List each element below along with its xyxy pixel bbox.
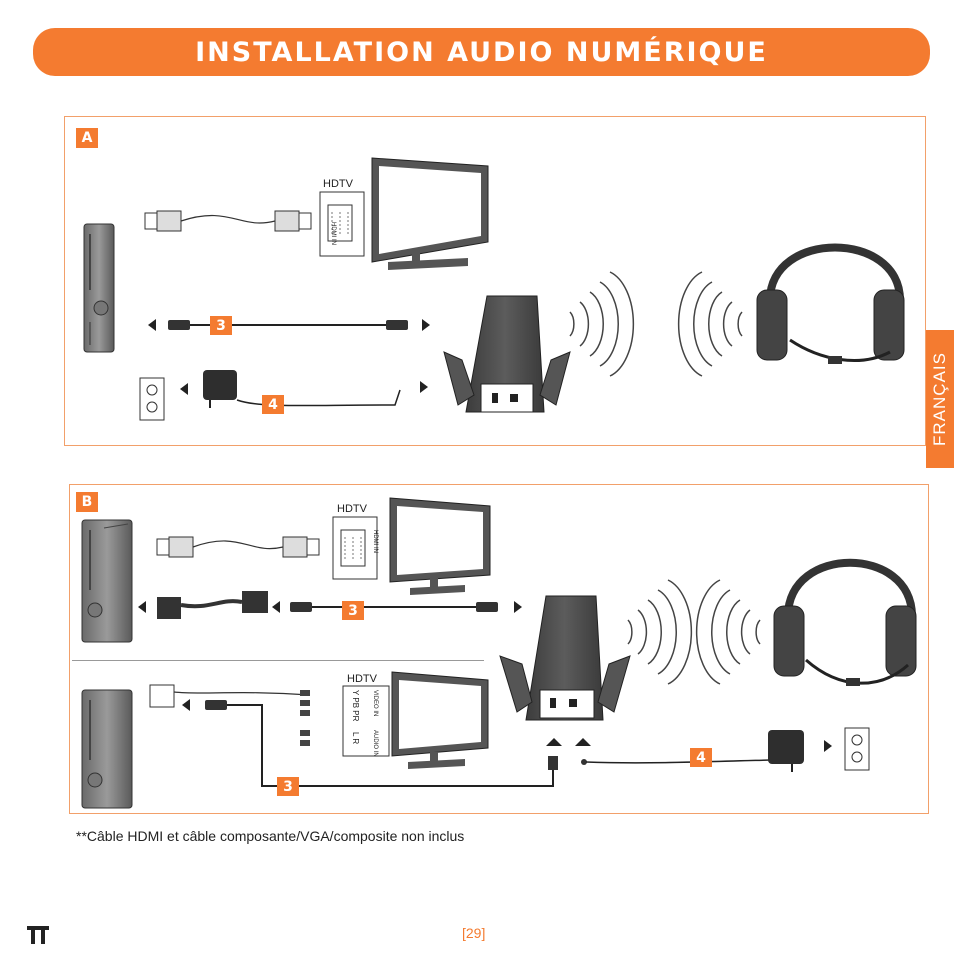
component-adapter-icon <box>149 684 554 787</box>
page-title: INSTALLATION AUDIO NUMÉRIQUE <box>195 36 768 68</box>
panel-a-label: A <box>76 128 98 148</box>
vga-adapter-icon <box>138 591 268 619</box>
brand-logo-icon <box>27 926 49 944</box>
language-tab[interactable]: FRANÇAIS <box>926 330 954 468</box>
tv-icon <box>342 671 489 769</box>
power-adapter-icon <box>203 370 428 408</box>
hdmi-in-label: HDMI IN <box>330 222 336 245</box>
optical-cable-icon <box>148 319 430 331</box>
console-icon <box>83 223 115 353</box>
console-icon <box>81 689 133 809</box>
headset-icon <box>773 558 917 686</box>
step-3-badge: 3 <box>342 601 364 620</box>
transmitter-base-icon <box>443 295 571 413</box>
power-adapter-icon <box>585 730 832 772</box>
hdmi-in-label: HDMI IN <box>372 530 378 553</box>
title-banner: INSTALLATION AUDIO NUMÉRIQUE <box>33 28 930 76</box>
hdtv-label: HDTV <box>323 178 353 190</box>
video-in-label: VIDEO IN <box>372 690 378 717</box>
transmitter-base-icon <box>499 595 631 721</box>
panel-a <box>64 116 926 446</box>
hdtv-label: HDTV <box>337 503 367 515</box>
step-3-badge: 3 <box>277 777 299 796</box>
footnote: **Câble HDMI et câble composante/VGA/com… <box>76 828 465 844</box>
panel-b-label: B <box>76 492 98 512</box>
video-channels-label: Y PB PR <box>351 690 360 722</box>
audio-channels-label: L R <box>351 732 360 745</box>
base-input-arrows <box>546 738 591 770</box>
console-icon <box>81 519 133 643</box>
audio-in-label: AUDIO IN <box>372 730 378 757</box>
step-4-badge: 4 <box>690 748 712 767</box>
panel-b <box>69 484 929 814</box>
step-3-badge: 3 <box>210 316 232 335</box>
panel-b-divider <box>72 660 484 661</box>
tv-icon <box>332 497 491 595</box>
wireless-signal-icon <box>627 579 761 685</box>
step-4-badge: 4 <box>262 395 284 414</box>
hdtv-label: HDTV <box>347 673 377 685</box>
wireless-signal-icon <box>569 271 743 377</box>
wall-outlet-icon <box>139 377 188 421</box>
page-number: [29] <box>462 925 486 941</box>
wall-outlet-icon <box>844 727 870 771</box>
tv-icon <box>319 157 489 270</box>
hdmi-cable-icon <box>156 536 320 558</box>
hdmi-cable-icon <box>144 210 312 232</box>
optical-cable-icon <box>272 601 522 613</box>
headset-icon <box>756 243 905 364</box>
